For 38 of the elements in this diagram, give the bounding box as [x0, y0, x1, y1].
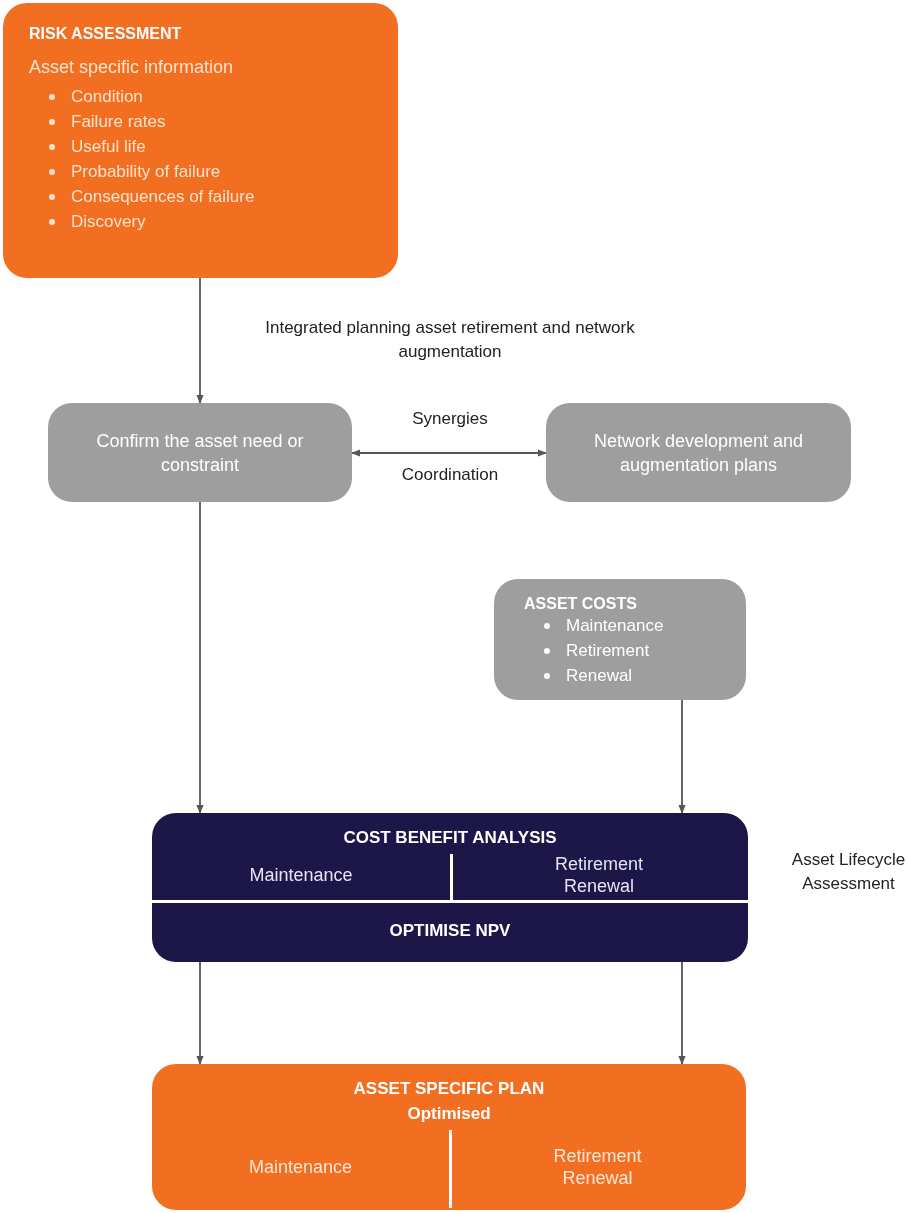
box-heading: ASSET COSTS	[524, 595, 638, 613]
bullet-text: Consequences of failure	[71, 186, 255, 208]
box-subheading: Asset specific information	[29, 57, 235, 78]
arrow	[678, 699, 686, 814]
bullet-text: Probability of failure	[71, 161, 221, 183]
rounded-box	[546, 403, 851, 502]
rounded-box	[152, 813, 748, 962]
label-text: Coordination	[400, 464, 500, 486]
cell-text: Maintenance	[249, 864, 353, 886]
arrow	[196, 961, 204, 1065]
box-heading: COST BENEFIT ANALYSIS	[342, 827, 558, 849]
side-label: Asset Lifecycle Assessment	[790, 849, 907, 895]
cell-text: Retirement Renewal	[554, 853, 644, 897]
bullet-text: Renewal	[566, 665, 633, 687]
cell-text: Maintenance	[248, 1156, 353, 1178]
bullet-text: Discovery	[71, 211, 146, 233]
edge-label: Synergies	[411, 408, 489, 430]
box-footer: OPTIMISE NPV	[152, 903, 748, 941]
rounded-box	[152, 1064, 746, 1210]
box-heading: ASSET SPECIFIC PLAN	[352, 1078, 546, 1100]
box-text: Confirm the asset need or constraint	[95, 429, 305, 477]
bullet-text: Maintenance	[566, 615, 664, 637]
box-heading: RISK ASSESSMENT	[29, 25, 183, 43]
edge-label: Integrated planning asset retirement and network augmentation	[264, 317, 636, 363]
bullet-text: Failure rates	[71, 111, 166, 133]
rounded-box	[3, 3, 398, 278]
arrow	[196, 277, 204, 404]
rounded-box	[494, 579, 746, 700]
arrow	[196, 501, 204, 814]
cell-text: Retirement Renewal	[552, 1145, 643, 1189]
bullet-text: Condition	[71, 86, 143, 108]
arrow	[351, 449, 547, 457]
box-text: Network development and augmentation plans	[592, 429, 805, 477]
bullet-text: Useful life	[71, 136, 146, 158]
rounded-box	[48, 403, 352, 502]
box-heading: Optimised	[406, 1103, 492, 1125]
arrow	[678, 961, 686, 1065]
bullet-text: Retirement	[566, 640, 650, 662]
